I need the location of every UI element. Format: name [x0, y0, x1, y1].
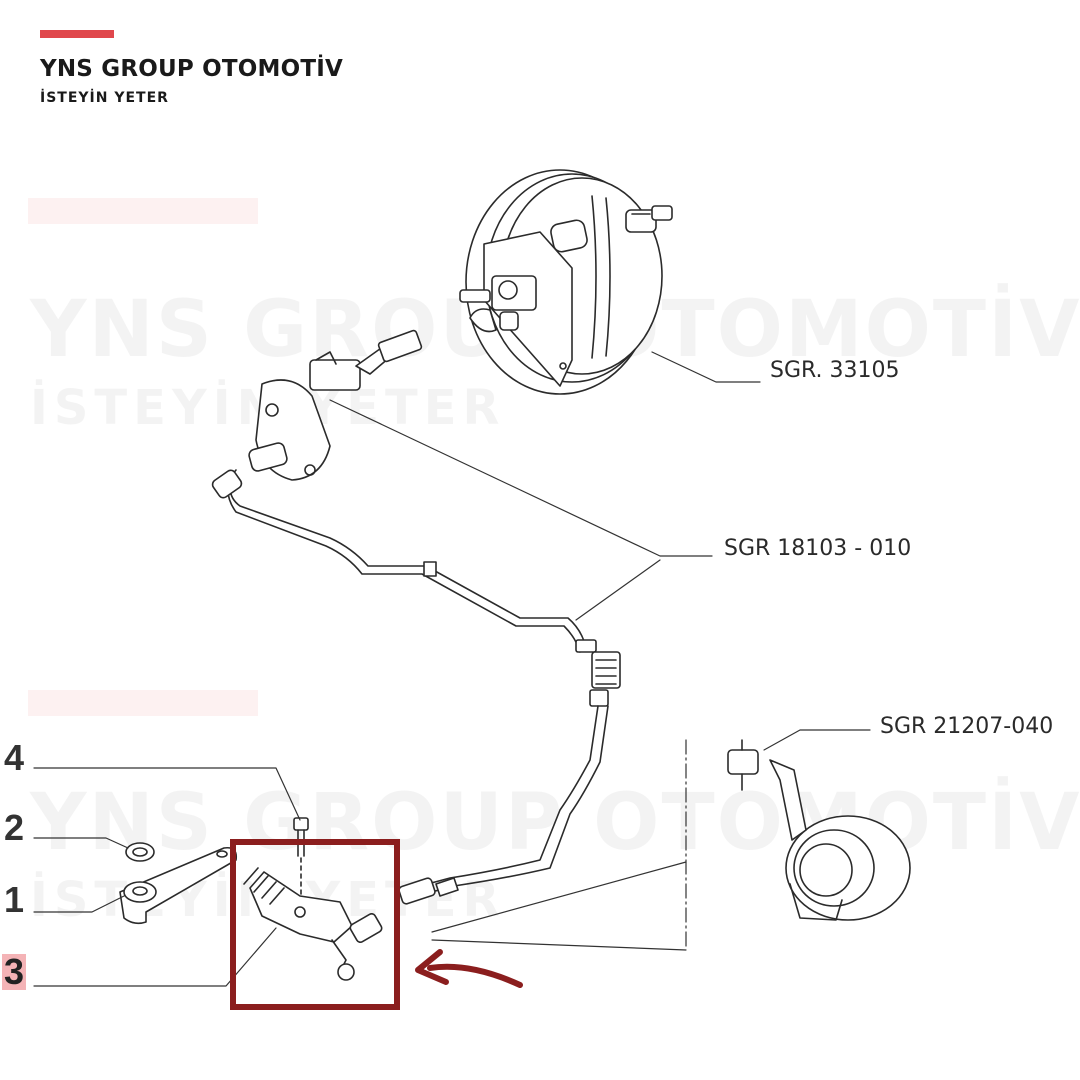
detail-link-upper: [431, 861, 687, 933]
highlight-arrow-head: [415, 949, 449, 985]
callout-hose: SGR 18103 - 010: [724, 536, 912, 561]
highlight-box: [230, 839, 400, 1010]
bolt-leader: [33, 767, 301, 821]
leader-lines: [33, 351, 871, 987]
clutch-master-cylinder-drawing: [243, 867, 383, 981]
brake-booster-drawing: [459, 169, 673, 395]
callout-release-bearing: SGR 21207-040: [880, 714, 1054, 739]
part-number-washer: 2: [4, 807, 25, 848]
part-number-bolt: 4: [4, 737, 25, 778]
master-cylinder-upper-drawing: [248, 329, 423, 481]
washer-drawing: [125, 842, 155, 862]
lever-leader: [33, 895, 125, 913]
part-number-lever: 1: [4, 879, 25, 920]
detail-link-lower: [431, 939, 687, 951]
brand-name: YNS GROUP OTOMOTİV: [40, 56, 344, 82]
watermark-bar: [28, 198, 258, 224]
cylinder-leader: [33, 927, 277, 987]
bolt-drawing: [293, 817, 309, 905]
brand-slogan: İSTEYİN YETER: [40, 90, 169, 106]
brand-accent-bar: [40, 30, 114, 38]
release-bearing-leader: [763, 729, 871, 751]
callout-booster: SGR. 33105: [770, 358, 900, 383]
hydraulic-line-drawing: [211, 469, 621, 905]
hose-leader-upper: [329, 399, 713, 557]
watermark-bar: [28, 690, 258, 716]
washer-leader: [33, 837, 129, 849]
booster-leader: [651, 351, 761, 383]
part-number-master-cylinder: 3: [2, 951, 27, 992]
release-bearing-drawing: [727, 739, 911, 921]
highlight-arrow-shaft: [427, 963, 523, 988]
hose-leader-lower: [575, 559, 661, 621]
